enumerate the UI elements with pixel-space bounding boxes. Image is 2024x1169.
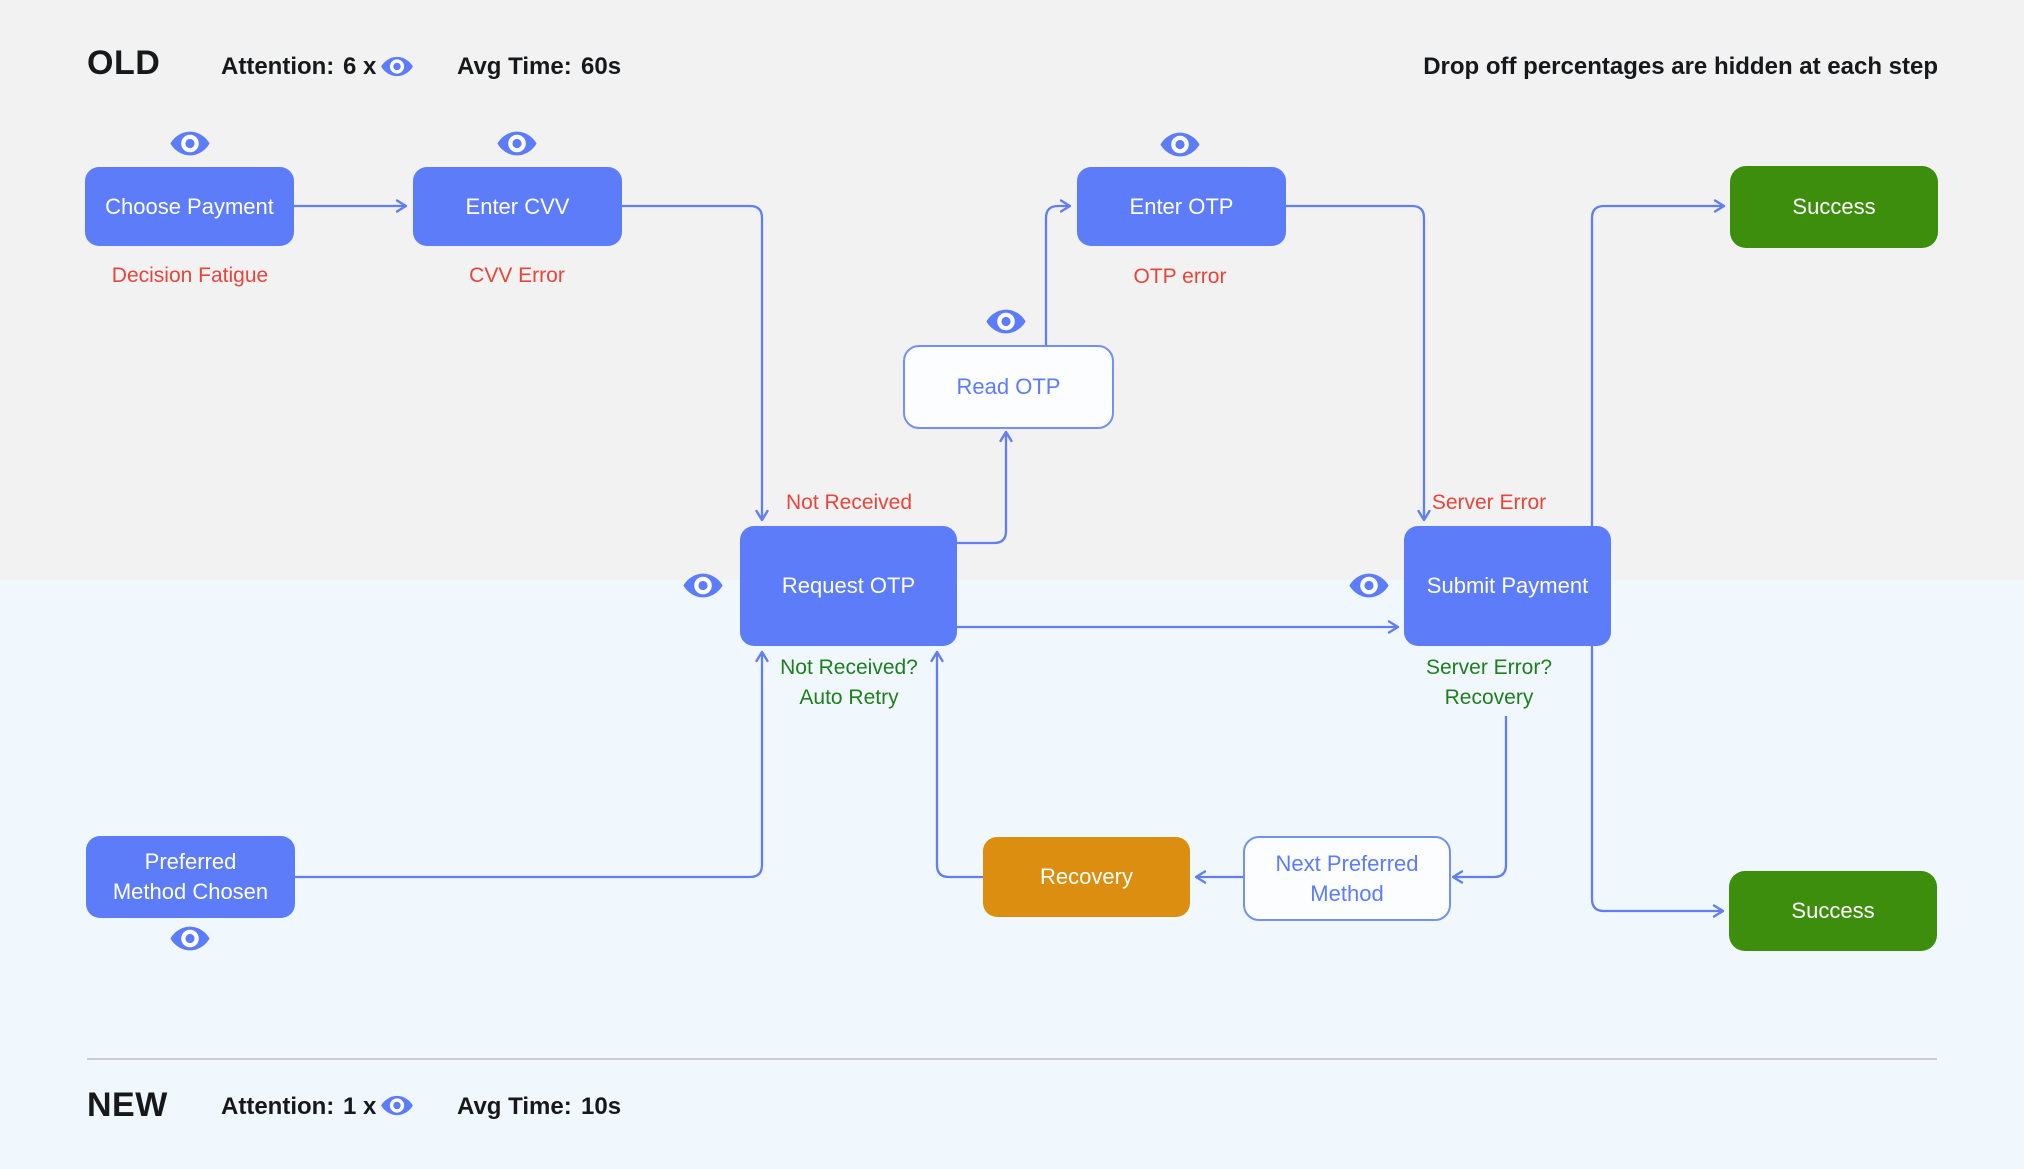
- new-avg-time-value: 10s: [581, 1093, 622, 1120]
- node-label-line: Read OTP: [956, 374, 1061, 399]
- connector-cvv-to-request-otp: [622, 204, 769, 522]
- new-avg-time-label: Avg Time:: [457, 1093, 572, 1120]
- annotation-not-received: Not Received: [786, 488, 912, 518]
- eye-header-old-icon: [380, 55, 414, 78]
- annotation-line: Recovery: [1444, 686, 1534, 709]
- node-label-line: Next Preferred: [1275, 850, 1419, 876]
- connector-request-otp-to-read-otp: [957, 430, 1013, 545]
- old-section-title: OLD: [87, 44, 161, 82]
- eye-enter-cvv-icon: [496, 130, 538, 157]
- eye-request-otp-icon: [682, 572, 724, 599]
- annotation-line: Decision Fatigue: [111, 264, 269, 287]
- flow-node-enter-cvv: Enter CVV: [413, 167, 622, 246]
- new-section-title: NEW: [87, 1086, 168, 1124]
- section-divider: [87, 1058, 1937, 1060]
- node-label-line: Request OTP: [781, 573, 916, 598]
- connector-submit-to-success-top: [1590, 199, 1726, 526]
- node-label-line: Method Chosen: [112, 879, 269, 904]
- annotation-server-error: Server Error: [1432, 488, 1546, 518]
- node-label-line: Enter CVV: [465, 193, 570, 219]
- eye-preferred-method-icon: [169, 925, 211, 952]
- old-avg-time-label: Avg Time:: [457, 53, 572, 80]
- annotation-cvv-error: CVV Error: [469, 261, 565, 291]
- flow-node-request-otp: Request OTP: [740, 526, 957, 646]
- flow-node-success-top: Success: [1730, 166, 1938, 248]
- flow-node-success-bottom: Success: [1729, 871, 1937, 951]
- old-avg-time-value: 60s: [581, 53, 622, 80]
- annotation-decision-fatigue: Decision Fatigue: [112, 261, 268, 291]
- annotation-line: Server Error: [1431, 491, 1547, 514]
- node-label-line: Recovery: [1040, 864, 1133, 889]
- eye-submit-payment-icon: [1348, 572, 1390, 599]
- eye-read-otp-icon: [985, 308, 1027, 335]
- node-label-line: Success: [1792, 194, 1876, 219]
- eye-enter-otp-icon: [1159, 131, 1201, 158]
- flow-node-recovery: Recovery: [983, 837, 1190, 917]
- node-label-line: Preferred: [144, 849, 237, 874]
- node-label-line: Success: [1791, 898, 1875, 923]
- annotation-line: CVV Error: [469, 264, 565, 287]
- annotation-line: OTP error: [1133, 265, 1227, 288]
- new-attention-value: 1 x: [343, 1093, 377, 1120]
- connector-read-otp-to-enter-otp: [1044, 199, 1072, 345]
- flow-node-read-otp: Read OTP: [903, 345, 1114, 429]
- flow-node-choose-payment: Choose Payment: [85, 167, 294, 246]
- old-attention-label: Attention:: [221, 53, 335, 80]
- eye-choose-payment-icon: [169, 130, 211, 157]
- old-attention-value: 6 x: [343, 53, 377, 80]
- node-label-line: Submit Payment: [1426, 573, 1589, 598]
- annotation-server-error-recovery: Server Error? Recovery: [1426, 653, 1552, 713]
- node-label-line: Enter OTP: [1129, 193, 1234, 219]
- flow-node-enter-otp: Enter OTP: [1077, 167, 1286, 246]
- node-label-line: Method: [1310, 880, 1384, 906]
- annotation-otp-error: OTP error: [1134, 262, 1227, 292]
- node-label-line: Choose Payment: [105, 193, 274, 219]
- drop-off-note: Drop off percentages are hidden at each …: [1423, 53, 1938, 80]
- eye-header-new-icon: [380, 1094, 414, 1117]
- annotation-line: Auto Retry: [799, 686, 899, 709]
- annotation-line: Server Error?: [1425, 656, 1553, 679]
- flow-node-submit-payment: Submit Payment: [1404, 526, 1611, 646]
- annotation-line: Not Received: [785, 491, 913, 514]
- annotation-line: Not Received?: [780, 656, 918, 679]
- new-attention-label: Attention:: [221, 1093, 335, 1120]
- connector-enter-otp-to-submit: [1286, 204, 1431, 522]
- annotation-not-received-auto-retry: Not Received? Auto Retry: [780, 653, 918, 713]
